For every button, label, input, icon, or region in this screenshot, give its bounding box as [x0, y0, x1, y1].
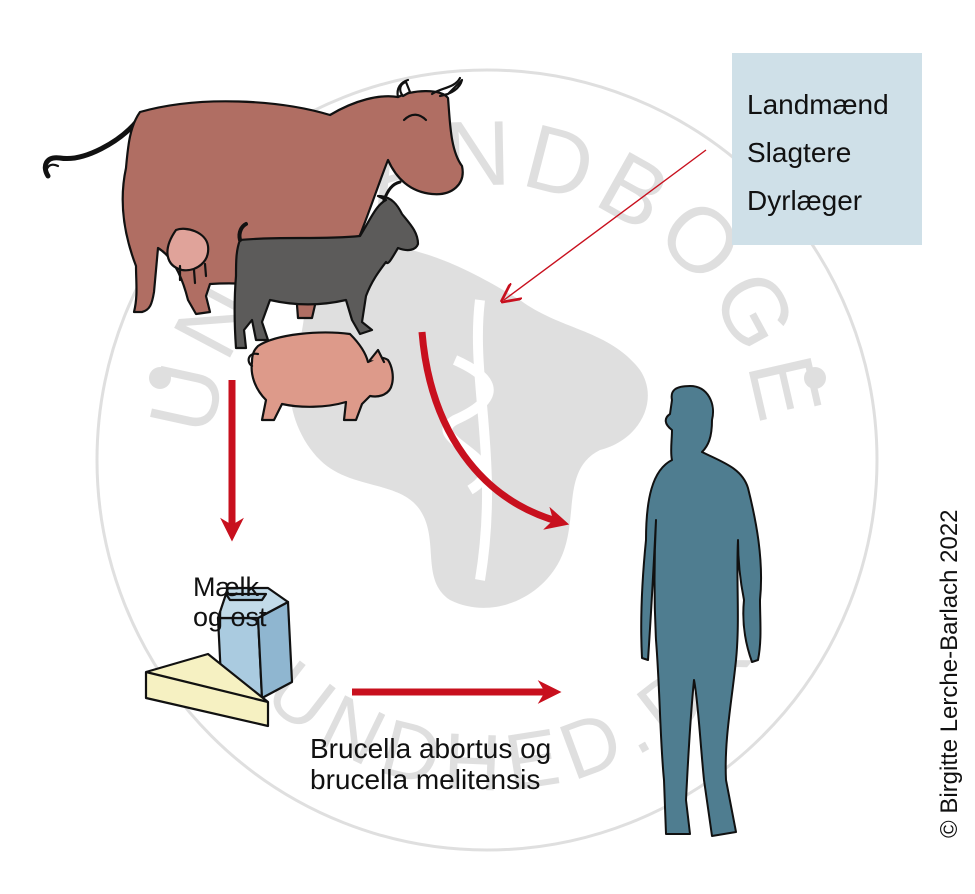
dairy-label-line-2: og ost: [193, 602, 267, 632]
pathogen-label-line-1: Brucella abortus og: [310, 733, 552, 764]
pathogen-label-line-2: brucella melitensis: [310, 764, 541, 795]
pathogen-label: Brucella abortus og brucella melitensis: [310, 733, 551, 795]
occupation-box: Landmænd Slagtere Dyrlæger: [732, 53, 922, 245]
watermark-dot-left: [149, 367, 171, 389]
watermark-dot-right: [804, 367, 826, 389]
cheese-icon: [144, 652, 270, 728]
cow-icon: [42, 76, 464, 320]
occupation-butchers: Slagtere: [747, 137, 852, 168]
occupation-box-bg: [732, 53, 922, 245]
watermark-staff-icon: [442, 299, 494, 581]
goat-icon: [233, 180, 420, 350]
dairy-label: Mælk og ost: [193, 572, 267, 632]
occupation-veterinarians: Dyrlæger: [747, 185, 863, 216]
human-figure-icon: [640, 385, 763, 837]
pig-icon: [247, 331, 394, 422]
arrow-occupation-exposure: [504, 149, 707, 300]
milk-carton-icon: [216, 586, 294, 700]
occupation-farmers: Landmænd: [747, 89, 889, 120]
arrow-animals-to-human: [418, 331, 570, 530]
watermark-ring: [95, 68, 879, 852]
arrows: [220, 149, 707, 704]
dairy-label-line-1: Mælk: [193, 572, 259, 602]
copyright-text: © Birgitte Lerche-Barlach 2022: [936, 509, 963, 838]
